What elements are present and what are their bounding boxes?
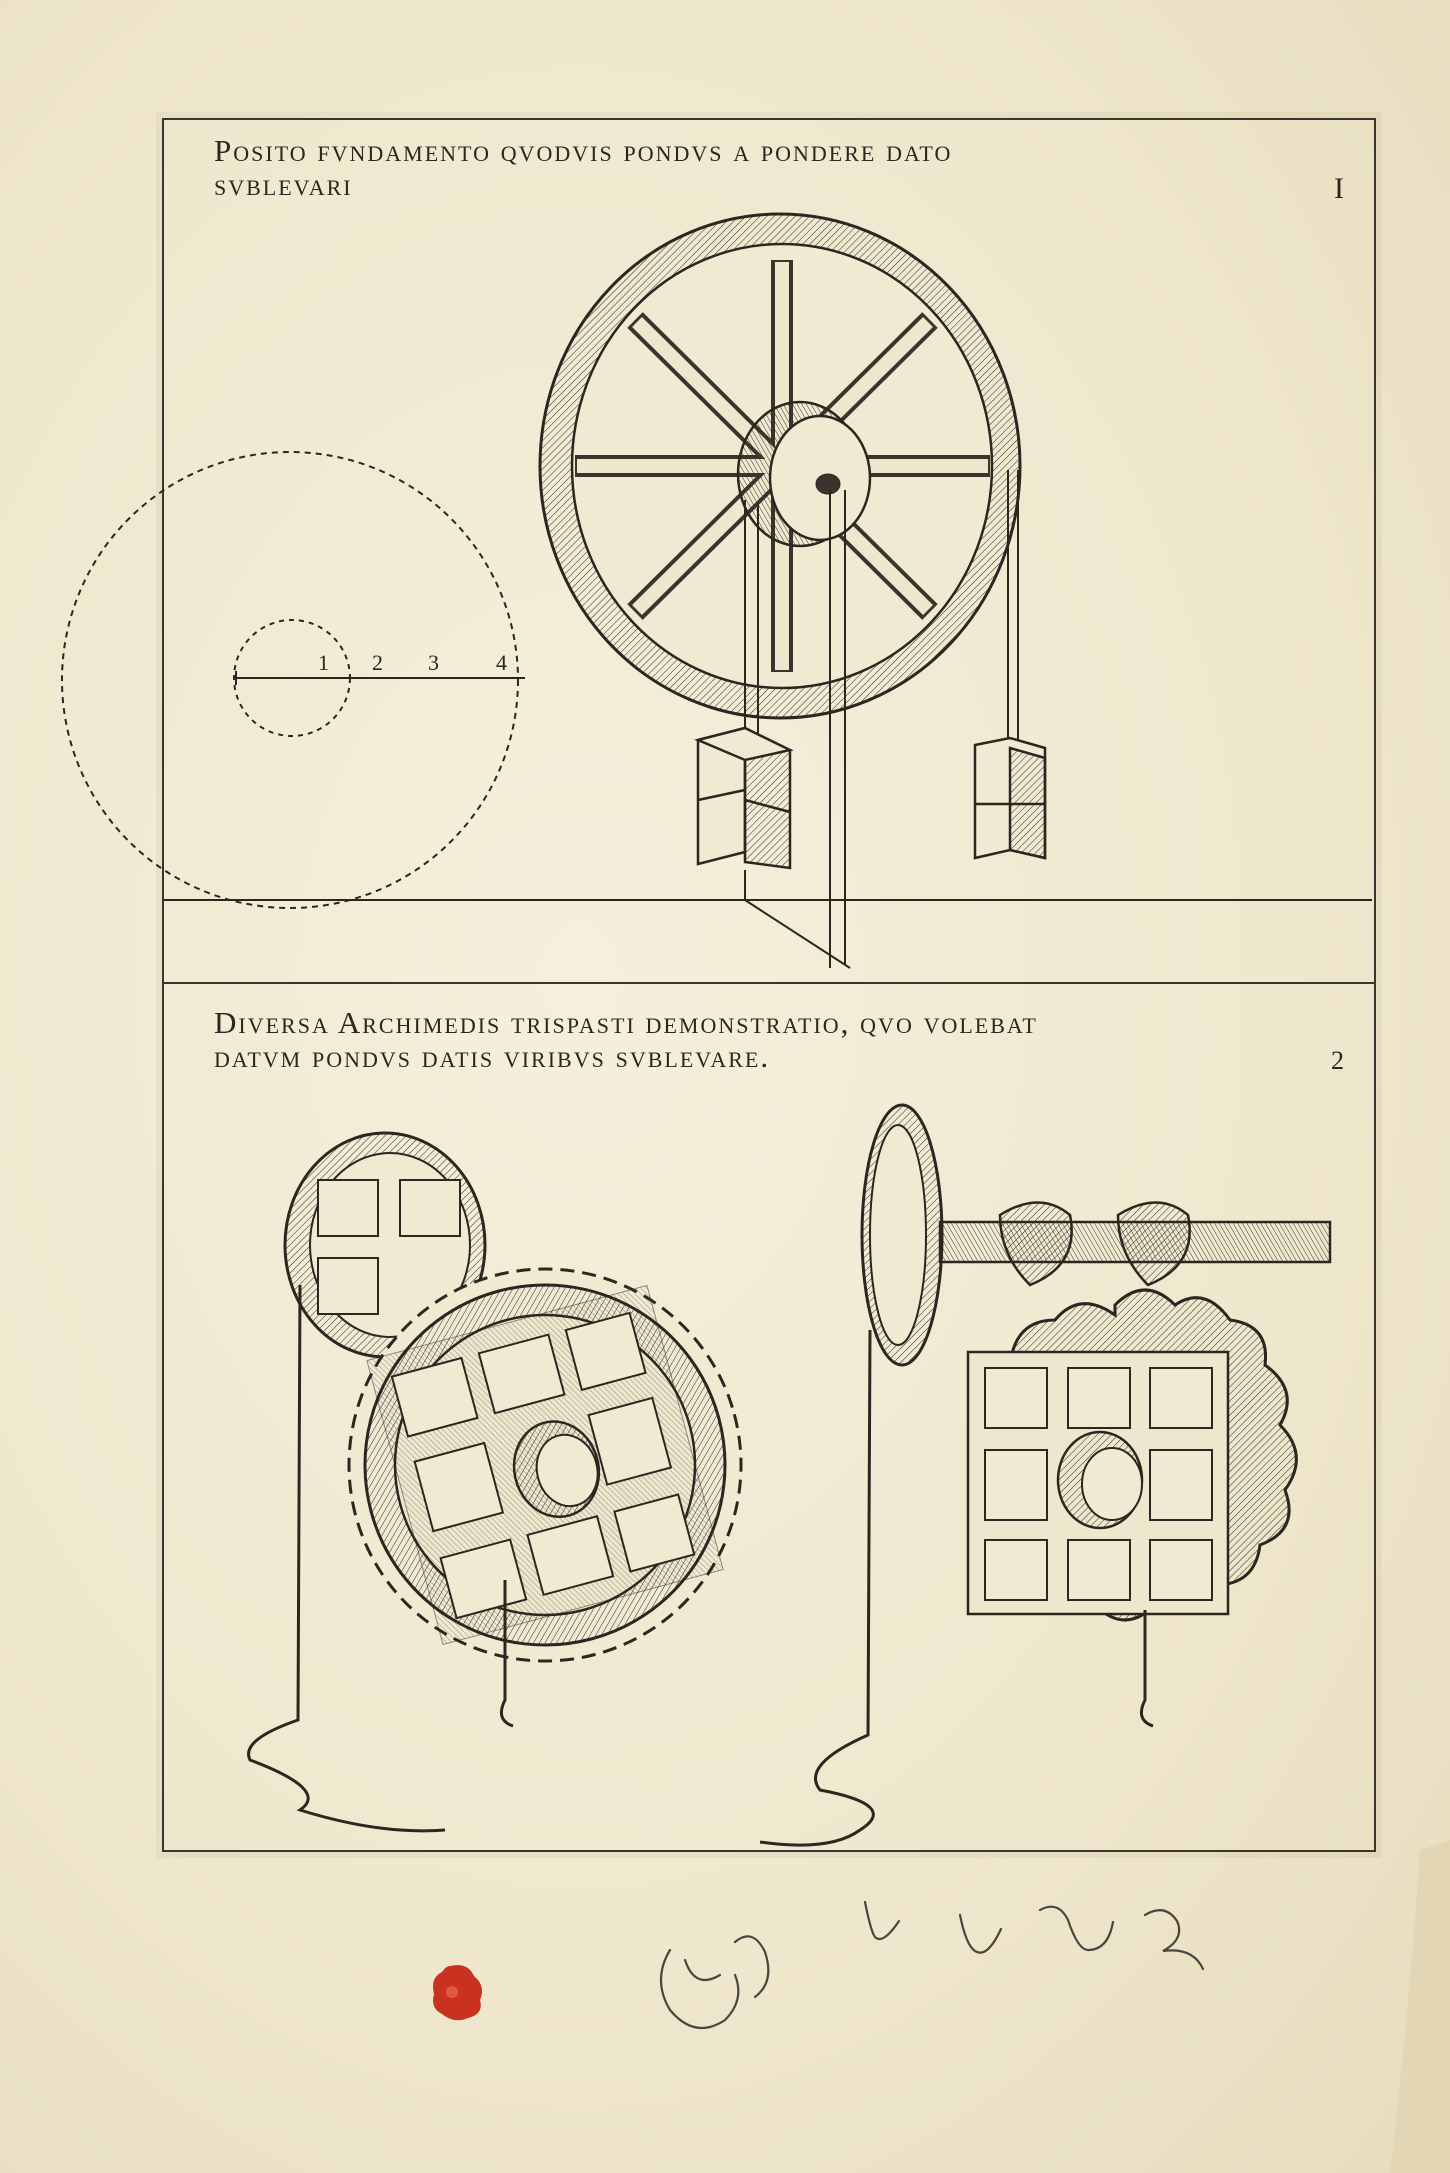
figure-2-caption-line-1: Diversa Archimedis trispasti demonstrati… — [214, 1005, 1038, 1040]
figure-1-number: I — [1334, 172, 1344, 205]
figure-2-number: 2 — [1331, 1046, 1344, 1075]
gear-train-engraving — [247, 1131, 743, 1833]
figure-1-caption-line-1: Posito fvndamento qvodvis pondvs a ponde… — [214, 133, 953, 168]
scale-mark-1: 1 — [318, 650, 329, 675]
figure-1-caption-line-2: svblevari — [214, 167, 353, 202]
scale-mark-2: 2 — [372, 650, 383, 675]
scale-mark-4: 4 — [496, 650, 507, 675]
engraved-plate: Posito fvndamento qvodvis pondvs a ponde… — [162, 118, 1376, 1852]
handwritten-notes — [660, 1900, 1205, 2030]
pulley-wheel-engraving — [538, 212, 1022, 968]
scale-mark-3: 3 — [428, 650, 439, 675]
figure-1-caption: Posito fvndamento qvodvis pondvs a ponde… — [214, 134, 1334, 202]
scale-labels: 1 2 3 4 — [318, 650, 507, 675]
red-seal — [433, 1965, 482, 2021]
geometry-diagram — [61, 451, 525, 909]
panel-divider — [164, 982, 1374, 984]
large-dashed-circle — [61, 451, 519, 909]
weights — [694, 726, 1047, 870]
worm-gear-engraving — [759, 1103, 1332, 1847]
page-edge-shadow — [1390, 1840, 1450, 2173]
figure-2-caption-line-2: datvm pondvs datis viribvs svblevare. — [214, 1039, 771, 1074]
figure-2-caption: Diversa Archimedis trispasti demonstrati… — [214, 1006, 1334, 1074]
